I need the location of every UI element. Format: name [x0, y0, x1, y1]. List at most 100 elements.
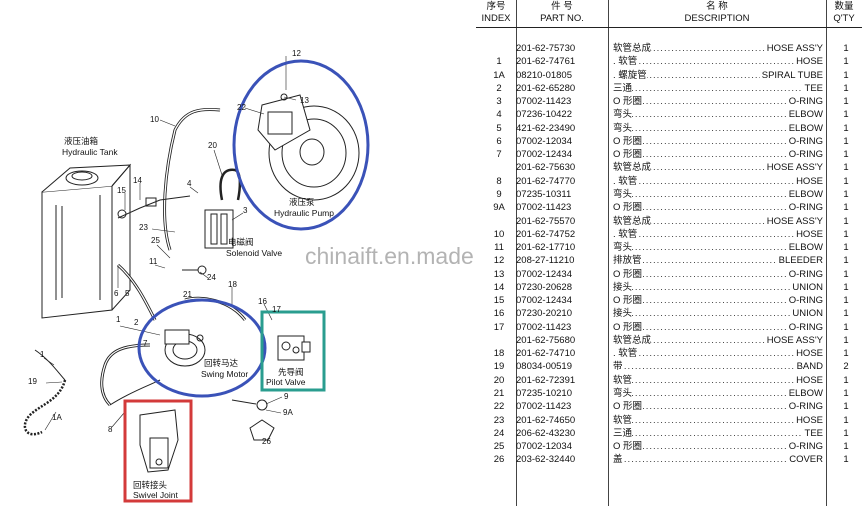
row-description-cn: O 形圈 — [613, 401, 643, 413]
row-quantity: 1 — [843, 135, 849, 147]
row-description-en: HOSE — [794, 55, 823, 69]
callout-12: 12 — [292, 49, 301, 58]
row-description-en: BAND — [794, 360, 823, 374]
row-description-cn: 弯头 — [613, 388, 633, 400]
callout-3: 3 — [243, 206, 248, 215]
row-part-number: 201-62-74650 — [516, 414, 576, 426]
row-part-number: 201-62-75730 — [516, 43, 576, 54]
row-description-cn: 排放管 — [613, 255, 642, 267]
row-description: ........................................… — [613, 307, 823, 321]
row-description-en: ELBOW — [786, 241, 823, 255]
row-index: 23 — [493, 414, 505, 426]
pilot-valve-label-cn: 先导阀 — [278, 367, 304, 377]
row-part-number: 07235-10210 — [516, 388, 572, 400]
row-description: ........................................… — [613, 267, 823, 281]
row-description-cn: 带 — [613, 361, 623, 373]
row-description-cn: 软管总成 — [613, 334, 652, 346]
row-description-en: O-RING — [786, 201, 823, 215]
row-description-cn: . 螺旋管 — [613, 69, 647, 81]
row-description: ........................................… — [613, 387, 823, 401]
callout-9A: 9A — [283, 408, 293, 417]
pilot-valve-label-en: Pilot Valve — [266, 377, 306, 387]
row-description-cn: 接头 — [613, 281, 633, 293]
row-index: 5 — [496, 122, 502, 134]
row-description-cn: 软管 — [613, 374, 633, 386]
row-description-en: HOSE ASS'Y — [764, 42, 823, 56]
row-index: 16 — [493, 308, 505, 320]
row-part-number: 201-62-17710 — [516, 242, 576, 254]
pump-highlight-circle — [232, 59, 370, 231]
row-description-en: ELBOW — [786, 187, 823, 202]
callout-21: 21 — [183, 290, 192, 299]
row-description-cn: O 形圈 — [613, 96, 643, 108]
row-index: 13 — [493, 268, 505, 280]
row-index: 9 — [496, 188, 502, 200]
row-description-en: ELBOW — [786, 108, 823, 122]
row-description: ........................................… — [613, 161, 823, 175]
row-description-en: ELBOW — [786, 121, 823, 135]
row-description-en: O-RING — [786, 134, 823, 149]
table-row: 201-62-75570............................… — [476, 214, 862, 228]
pilot-valve — [277, 335, 311, 361]
row-quantity: 1 — [843, 255, 849, 267]
callout-23: 23 — [139, 223, 148, 232]
row-description: ........................................… — [613, 201, 823, 215]
row-quantity: 1 — [843, 188, 849, 200]
row-part-number: 07002-12034 — [516, 441, 572, 453]
row-part-number: 07002-12434 — [516, 295, 572, 307]
solenoid-valve-label-cn: 电磁阀 — [228, 237, 254, 247]
row-description-en: UNION — [790, 280, 823, 295]
row-description: ........................................… — [613, 280, 823, 295]
pilot-highlight-box — [260, 310, 326, 392]
row-description: ........................................… — [613, 148, 823, 162]
row-part-number: 07236-10422 — [516, 109, 572, 121]
row-description-cn: . 软管 — [613, 348, 638, 360]
row-description-cn: O 形圈 — [613, 135, 643, 147]
index-header-en: INDEX — [481, 13, 511, 24]
row-description: ........................................… — [613, 320, 823, 334]
swivel-joint — [139, 409, 179, 473]
hydraulic-pump — [257, 93, 360, 201]
row-part-number: 08034-00519 — [516, 361, 572, 373]
row-index: 11 — [494, 242, 504, 254]
row-description-cn: 弯头 — [613, 122, 633, 134]
motor-highlight-circle — [137, 298, 267, 398]
row-description-en: HOSE — [794, 373, 823, 388]
row-quantity: 1 — [843, 228, 849, 240]
callout-16: 16 — [258, 297, 267, 306]
row-description: ........................................… — [613, 426, 823, 441]
row-description: ........................................… — [613, 360, 823, 374]
row-part-number: 201-62-74761 — [516, 56, 576, 68]
row-part-number: 07002-12434 — [516, 149, 572, 161]
row-description-en: BLEEDER — [776, 254, 823, 268]
row-index: 22 — [493, 401, 505, 413]
solenoid-valve — [204, 209, 234, 249]
row-quantity: 1 — [843, 43, 849, 54]
callout-7: 7 — [143, 339, 148, 348]
row-description-cn: O 形圈 — [613, 441, 643, 453]
row-index: 2 — [496, 82, 502, 94]
row-part-number: 421-62-23490 — [516, 122, 576, 134]
swing-motor-label-en: Swing Motor — [201, 369, 248, 379]
row-description-en: O-RING — [786, 95, 823, 109]
swivel-joint-label-cn: 回转接头 — [133, 480, 168, 490]
callout-18: 18 — [228, 280, 237, 289]
row-quantity: 1 — [843, 109, 849, 121]
callout-1A: 1A — [52, 413, 62, 422]
row-quantity: 1 — [843, 414, 849, 426]
row-description: ........................................… — [613, 214, 823, 228]
row-part-number: 07230-20210 — [516, 308, 572, 320]
callout-1: 1 — [40, 350, 45, 359]
row-part-number: 201-62-75680 — [516, 334, 576, 346]
